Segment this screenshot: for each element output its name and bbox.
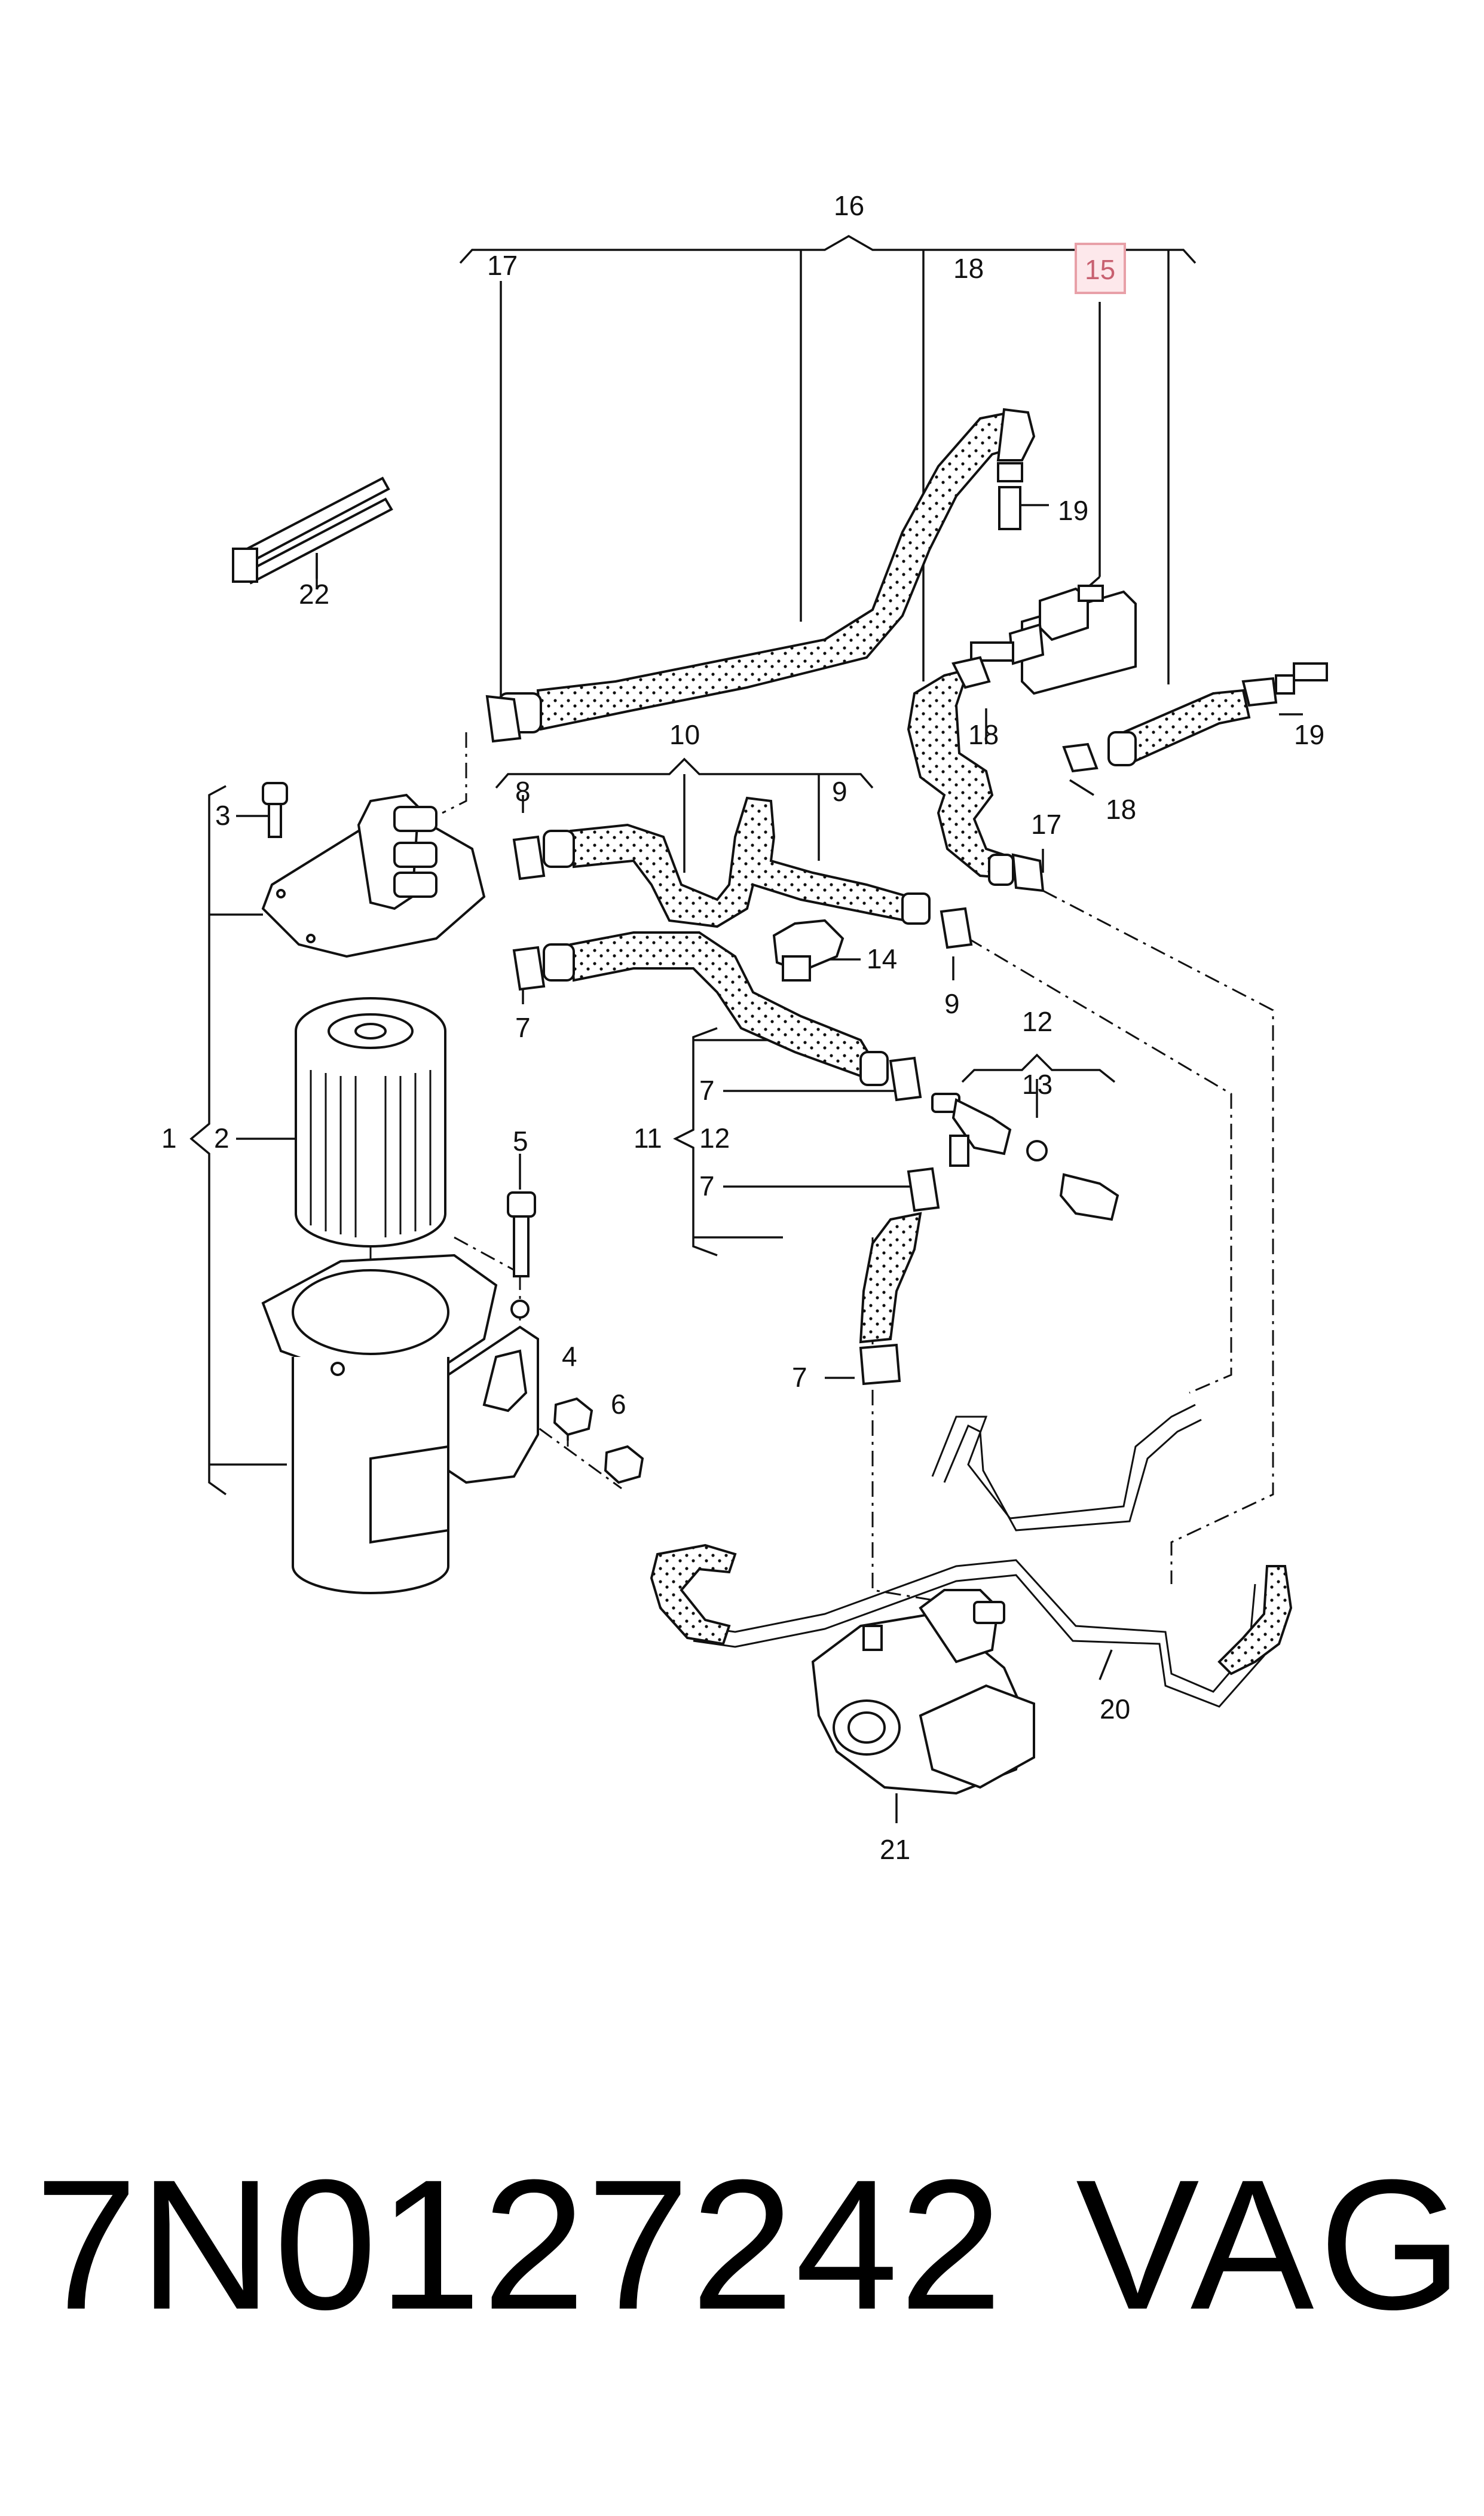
callout-11: 11 bbox=[634, 1123, 662, 1154]
callout-2: 2 bbox=[214, 1123, 230, 1154]
callout-18-mid: 18 bbox=[968, 719, 999, 750]
callout-18-right: 18 bbox=[1106, 794, 1136, 825]
callout-9-top: 9 bbox=[832, 776, 847, 807]
clip-8 bbox=[512, 835, 546, 881]
callout-3: 3 bbox=[215, 800, 231, 831]
callout-19-top: 19 bbox=[1058, 495, 1088, 526]
callout-1: 1 bbox=[161, 1123, 177, 1154]
callout-7-mid-a: 7 bbox=[699, 1075, 715, 1106]
bolt-5 bbox=[507, 1191, 536, 1277]
bracket-16 bbox=[459, 234, 1197, 264]
screw-3 bbox=[262, 782, 288, 838]
callout-12-left: 12 bbox=[699, 1123, 730, 1154]
callout-17-top: 17 bbox=[487, 250, 518, 281]
callout-14: 14 bbox=[867, 943, 897, 974]
callout-15: 15 bbox=[1085, 254, 1115, 285]
pipe-20 bbox=[650, 1404, 1293, 1708]
callout-20: 20 bbox=[1100, 1693, 1130, 1725]
callout-12-top: 12 bbox=[1022, 1006, 1052, 1037]
hose-18 bbox=[907, 656, 1024, 886]
callout-4: 4 bbox=[562, 1341, 577, 1372]
brand-label: VAG bbox=[1076, 2141, 1468, 2348]
nut-4 bbox=[553, 1397, 593, 1436]
callout-19-right: 19 bbox=[1294, 719, 1324, 750]
filter-cover bbox=[261, 793, 486, 958]
callout-6: 6 bbox=[611, 1389, 626, 1420]
callout-labels: 16 17 18 19 22 18 19 10 3 8 9 18 17 14 7… bbox=[161, 190, 1324, 1865]
leader-lines bbox=[236, 250, 1303, 1823]
bracket-12 bbox=[961, 1053, 1116, 1083]
holder-14 bbox=[772, 919, 844, 982]
connector-12 bbox=[931, 1093, 1012, 1167]
callout-15-highlight bbox=[1075, 243, 1126, 294]
callout-7-mid-b: 7 bbox=[699, 1170, 715, 1202]
short-hose-7 bbox=[859, 1167, 940, 1386]
valve-15 bbox=[970, 585, 1137, 695]
part-number: 7N0127242 bbox=[35, 2141, 1004, 2348]
bracket-1 bbox=[189, 785, 287, 1496]
callout-21: 21 bbox=[880, 1834, 910, 1865]
callout-16: 16 bbox=[834, 190, 864, 221]
callout-10: 10 bbox=[669, 719, 700, 750]
callout-7-bottom: 7 bbox=[792, 1362, 807, 1393]
clip-17-b bbox=[1011, 853, 1045, 892]
callout-7-left: 7 bbox=[515, 1012, 531, 1043]
pump-21 bbox=[811, 1589, 1035, 1795]
hoses-10-9 bbox=[543, 796, 931, 1086]
clip-7-b bbox=[889, 1056, 922, 1102]
callout-22: 22 bbox=[299, 579, 329, 610]
filter-housing bbox=[261, 1254, 539, 1594]
callout-9-bottom: 9 bbox=[944, 988, 960, 1019]
callout-13: 13 bbox=[1022, 1069, 1052, 1100]
callout-17-right: 17 bbox=[1031, 809, 1061, 840]
callout-18-top: 18 bbox=[953, 253, 984, 284]
nut-6 bbox=[604, 1445, 644, 1484]
sensor-13 bbox=[1026, 1140, 1119, 1221]
filter-element-2 bbox=[295, 997, 446, 1248]
clip-7-a bbox=[512, 946, 546, 991]
cable-tie-22 bbox=[232, 476, 393, 585]
clip-17-a bbox=[485, 695, 522, 743]
callout-5: 5 bbox=[513, 1126, 528, 1157]
callout-8: 8 bbox=[515, 776, 531, 807]
clip-9 bbox=[940, 907, 973, 949]
hose-right-19 bbox=[1062, 662, 1328, 773]
bracket-10 bbox=[495, 757, 874, 873]
